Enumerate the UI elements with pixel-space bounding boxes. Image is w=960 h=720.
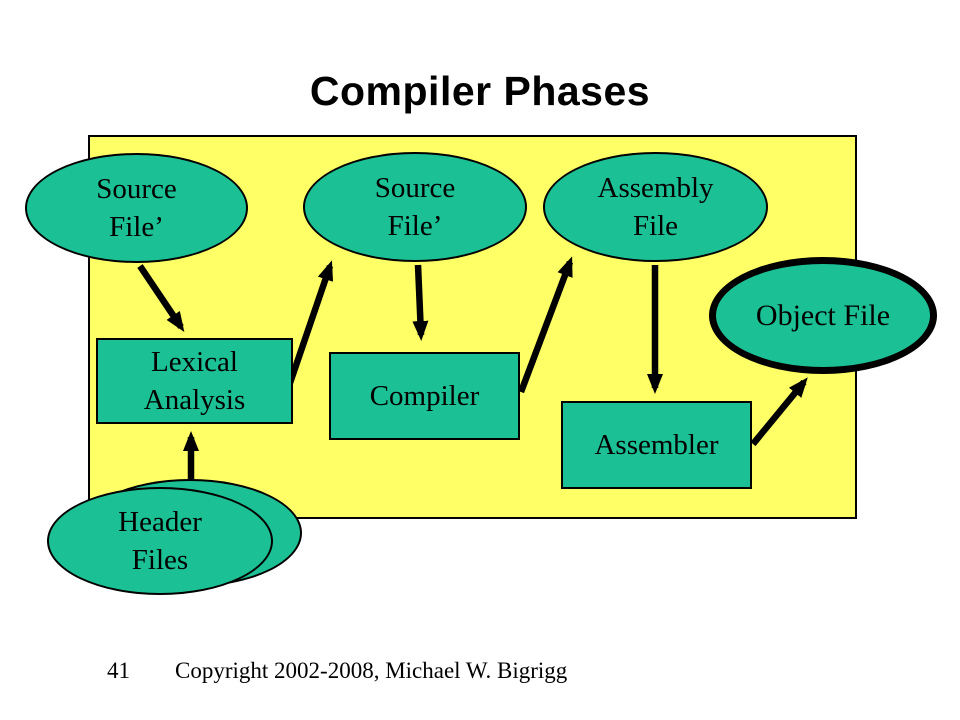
node-source-file-1: Source File’ — [25, 153, 248, 263]
node-label-line: Lexical — [151, 346, 238, 378]
node-label-line: Source — [374, 172, 456, 204]
node-label-line: Assembly — [597, 172, 714, 204]
copyright-text: Copyright 2002-2008, Michael W. Bigrigg — [175, 658, 568, 683]
node-assembly-file: Assembly File — [543, 152, 768, 262]
node-object-file: Object File — [709, 257, 937, 374]
node-label-line: Source — [96, 173, 177, 205]
slide-title: Compiler Phases — [309, 68, 651, 114]
node-label-line: File’ — [387, 210, 443, 242]
node-assembler: Assembler — [561, 401, 752, 489]
node-source-file-2: Source File’ — [303, 152, 527, 262]
slide-footer: 41 Copyright 2002-2008, Michael W. Bigri… — [0, 658, 960, 688]
node-label-line: Compiler — [369, 380, 480, 412]
node-label-line: Header — [118, 506, 202, 538]
node-lexical-analysis: Lexical Analysis — [96, 338, 293, 424]
node-label-line: File’ — [109, 211, 164, 243]
node-header-files: Header Files — [47, 487, 273, 595]
node-label-line: File — [632, 210, 679, 242]
node-label-line: Analysis — [143, 384, 246, 416]
node-label-line: Assembler — [594, 429, 719, 461]
node-compiler: Compiler — [329, 352, 520, 440]
node-label-line: Files — [131, 544, 189, 576]
node-label-line: Object File — [755, 298, 891, 332]
page-number: 41 — [107, 658, 130, 683]
